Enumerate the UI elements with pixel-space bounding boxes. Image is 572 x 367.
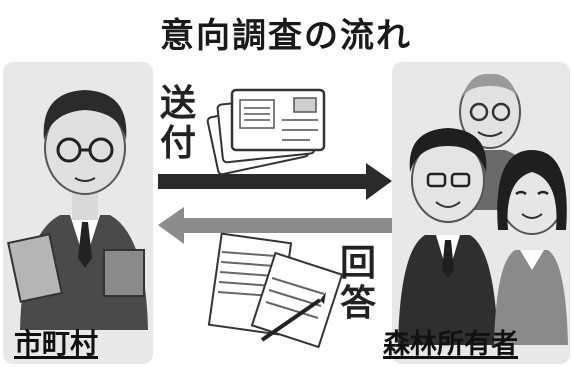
reply-label-char: 回 — [339, 243, 376, 284]
reply-arrow — [158, 207, 392, 244]
diagram-title: 意向調査の流れ — [160, 16, 412, 56]
woman-owner-figure — [494, 150, 568, 345]
reply-label-char: 答 — [339, 283, 376, 324]
forest-owner-label: 森林所有者 — [383, 329, 518, 360]
send-arrow — [158, 163, 392, 200]
answer-sheets-icon — [207, 232, 344, 349]
reply-label: 回 答 — [338, 244, 378, 324]
municipality-label: 市町村 — [14, 327, 99, 360]
young-man-owner-figure — [398, 128, 498, 345]
municipality-officer-figure — [7, 90, 148, 330]
send-label-char: 付 — [159, 123, 196, 164]
survey-cards-icon — [206, 88, 326, 176]
send-label: 送 付 — [158, 84, 198, 164]
send-label-char: 送 — [159, 83, 196, 124]
